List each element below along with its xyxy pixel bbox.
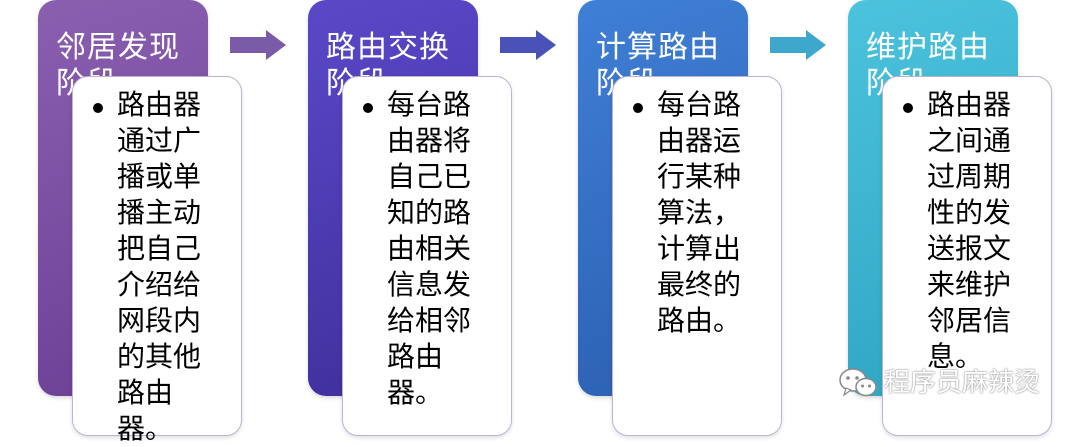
watermark-text: 程序员麻辣烫 — [884, 368, 1041, 398]
bullet-icon — [363, 103, 373, 113]
arrow-right-icon — [770, 30, 826, 60]
stage-detail-box: 每台路由器将自己已知的路由相关信息发给相邻路由器。 — [342, 76, 512, 436]
watermark: 程序员麻辣烫 — [838, 366, 1074, 400]
stage-description: 路由器之间通过周期性的发送报文来维护邻居信息。 — [927, 88, 1012, 373]
bullet-icon — [93, 103, 103, 113]
bullet-icon — [903, 103, 913, 113]
stage-detail-box: 路由器通过广播或单播主动把自己介绍给网段内的其他路由器。 — [72, 76, 242, 445]
stage-description: 每台路由器将自己已知的路由相关信息发给相邻路由器。 — [387, 88, 472, 409]
arrow-right-icon — [500, 30, 556, 60]
arrow-right-icon — [230, 30, 286, 60]
stage-description: 路由器通过广播或单播主动把自己介绍给网段内的其他路由器。 — [117, 88, 202, 445]
stage-description: 每台路由器运行某种算法，计算出最终的路由。 — [657, 88, 742, 337]
wechat-icon — [839, 368, 877, 397]
stage-detail-box: 每台路由器运行某种算法，计算出最终的路由。 — [612, 76, 782, 436]
stage-detail-box: 路由器之间通过周期性的发送报文来维护邻居信息。 — [882, 76, 1052, 436]
bullet-icon — [633, 103, 643, 113]
